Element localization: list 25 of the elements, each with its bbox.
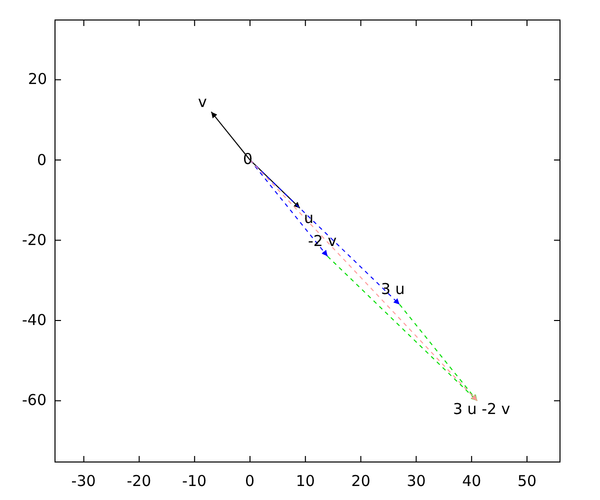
vector-label: 3 u [381,281,405,298]
axis-tick-label: -20 [22,232,46,249]
vector-arrow [210,111,250,160]
vector-arrow [250,160,300,209]
axis-tick-label: 0 [245,472,255,490]
axis-tick-label: 40 [462,472,482,490]
vector-arrow [250,160,328,257]
axis-tick-label: -40 [22,312,46,330]
axis-tick-label: 50 [518,472,537,490]
axis-tick-label: -10 [182,472,207,490]
axis-tick-label: -20 [126,472,152,490]
vector-label: -2 v [308,233,337,250]
vector-arrow [327,256,478,402]
vector-label: v [198,94,207,111]
axis-tick-label: -30 [71,472,96,490]
vector-arrow [250,160,478,402]
axis-tick-label: -60 [22,392,46,410]
vector-label: u [304,210,314,227]
axis-tick-label: 20 [28,71,48,88]
axis-tick-label: 10 [296,472,315,490]
axis-tick-label: 20 [351,472,370,490]
axis-tick-label: 0 [37,152,47,168]
vector-label: 3 u -2 v [453,401,510,418]
vector-arrow [399,304,478,402]
axis-tick-label: 30 [406,472,426,490]
